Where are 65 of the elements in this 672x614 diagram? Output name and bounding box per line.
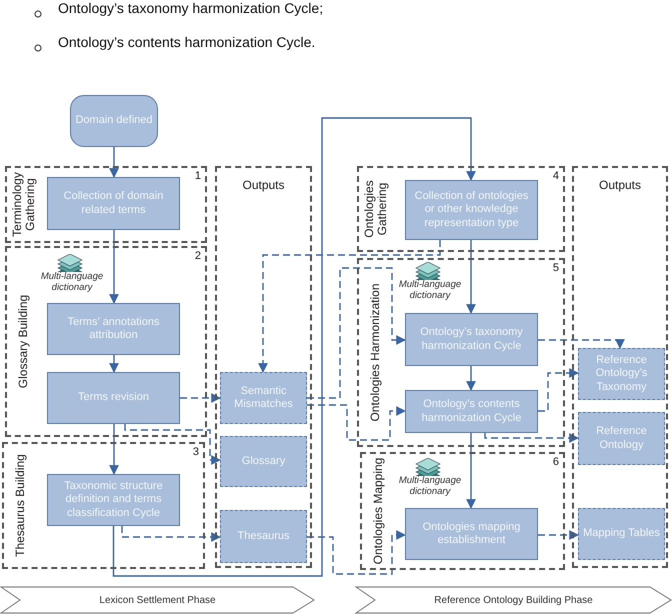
- step-number: 4: [552, 170, 559, 182]
- phase-group: [360, 452, 565, 570]
- process-box: Collection of ontologies or other knowledge representation type: [405, 180, 538, 240]
- start-terminal: Domain defined: [70, 95, 158, 147]
- process-box: Terms revision: [47, 372, 180, 424]
- list-item-text: Ontology’s contents harmonization Cycle.: [58, 34, 316, 50]
- phase-label: Lexicon Settlement Phase: [99, 594, 216, 606]
- outputs-group: [215, 166, 312, 568]
- output-box: Semantic Mismatches: [220, 372, 307, 424]
- phase-label: Reference Ontology Building Phase: [434, 594, 593, 606]
- arrow: [109, 355, 119, 373]
- step-number: 3: [192, 446, 199, 458]
- group-title: Ontologies Mapping: [372, 458, 386, 564]
- dashed-arrow: [180, 393, 221, 403]
- process-box: Terms’ annotations attribution: [47, 303, 180, 355]
- icon-caption: Multi-language dictionary: [398, 476, 462, 498]
- step-number: 1: [194, 170, 201, 182]
- group-title: Terminology Gathering: [10, 171, 38, 239]
- arrow: [466, 366, 476, 391]
- output-box: Glossary: [220, 436, 307, 487]
- group-title: Ontologies Harmonization: [369, 283, 383, 422]
- phase-group: [357, 166, 565, 252]
- process-box: Ontologies mapping establishment: [405, 508, 538, 560]
- list-item-text: Ontology’s taxonomy harmonization Cycle;: [58, 0, 324, 16]
- icon-caption: Multi-language dictionary: [398, 280, 462, 302]
- outputs-group: [572, 166, 668, 568]
- process-box: Collection of domain related terms: [47, 177, 180, 230]
- dashed-arrow: [538, 368, 579, 412]
- dashed-arrow: [307, 404, 406, 441]
- dashed-arrow: [538, 530, 579, 540]
- output-box: Thesaurus: [220, 510, 307, 563]
- icon-caption: Multi-language dictionary: [40, 272, 104, 294]
- phase-group: [5, 166, 207, 243]
- output-box: Reference Ontology’s Taxonomy: [578, 348, 665, 400]
- arrow: [466, 240, 476, 314]
- arrow: [109, 147, 119, 178]
- phase-chevron: [355, 586, 672, 614]
- dashed-arrow: [307, 267, 406, 399]
- arrow: [112, 117, 476, 577]
- phase-group: [357, 258, 565, 447]
- step-number: 5: [552, 262, 559, 274]
- group-title: Outputs: [242, 178, 285, 192]
- group-title: Ontologies Gathering: [362, 179, 390, 240]
- dashed-arrow: [258, 240, 441, 373]
- step-number: 6: [552, 456, 559, 468]
- group-title: Glossary Building: [17, 294, 31, 388]
- arrow: [466, 433, 476, 509]
- process-box: Ontology’s contents harmonization Cycle: [405, 390, 538, 433]
- phase-group: [5, 246, 207, 437]
- group-title: Outputs: [598, 178, 642, 192]
- arrow: [109, 230, 119, 304]
- phase-chevron: [0, 586, 315, 614]
- dashed-arrow: [124, 424, 221, 465]
- dashed-arrow: [484, 433, 579, 443]
- dashed-arrow: [538, 339, 625, 349]
- output-box: Mapping Tables: [578, 508, 665, 560]
- output-box: Reference Ontology: [578, 412, 665, 465]
- dashed-arrow: [121, 526, 221, 542]
- step-number: 2: [194, 250, 201, 262]
- phase-group: [2, 442, 205, 569]
- process-box: Taxonomic structure definition and terms classification Cycle: [47, 474, 180, 526]
- dashed-arrow: [307, 530, 406, 575]
- arrow: [109, 424, 119, 475]
- group-title: Thesaurus Building: [14, 454, 28, 557]
- process-box: Ontology’s taxonomy harmonization Cycle: [405, 313, 538, 366]
